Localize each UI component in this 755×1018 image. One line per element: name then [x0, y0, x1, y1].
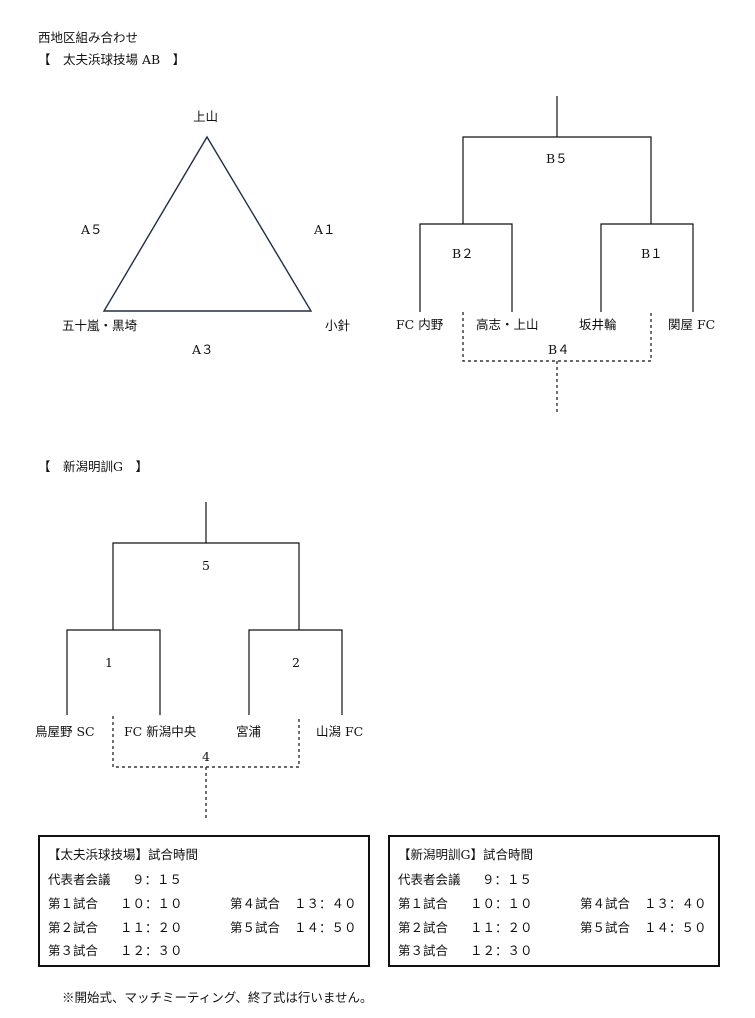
match-b2-label: B２	[452, 246, 474, 261]
game-5-label: 第５試合	[580, 920, 631, 935]
team-toyano-sc: 鳥屋野 SC	[35, 724, 95, 739]
game-5-label: 第５試合	[230, 920, 281, 935]
meeting-time: ９：１５	[482, 872, 533, 887]
game-4-time: １３：４０	[644, 896, 707, 911]
match-b5-label: B５	[546, 151, 568, 166]
meeting-label: 代表者会議	[48, 872, 111, 887]
bracket-b-third-place	[462, 312, 652, 412]
game-5-time: １４：５０	[294, 920, 357, 935]
team-sakaiwa: 坂井輪	[579, 317, 617, 332]
team-fc-niigata-chuo: FC 新潟中央	[124, 724, 197, 739]
match-a3-label: A３	[192, 342, 214, 357]
schedule-title: 【太夫浜球技場】試合時間	[48, 847, 199, 862]
game-4-label: 第４試合	[230, 896, 281, 911]
game-2-label: 第２試合	[48, 920, 99, 935]
team-fc-uchino: FC 内野	[396, 317, 444, 332]
team-sekiya-fc: 関屋 FC	[668, 317, 716, 332]
footer-note: ※開始式、マッチミーティング、終了式は行いません。	[62, 990, 373, 1005]
match-b4-label: B４	[548, 342, 570, 357]
game-5-time: １４：５０	[644, 920, 707, 935]
match-5-label: 5	[202, 558, 210, 573]
game-1-label: 第１試合	[48, 896, 99, 911]
group-a-triangle	[102, 135, 313, 312]
game-2-time: １１：２０	[120, 920, 183, 935]
schedule-box-taiyuhama: 【太夫浜球技場】試合時間 代表者会議 ９：１５ 第１試合 １０：１０ 第２試合 …	[38, 835, 370, 967]
team-yamagata-fc: 山潟 FC	[316, 724, 364, 739]
team-kobari: 小針	[325, 318, 351, 333]
game-3-time: １２：３０	[470, 943, 533, 958]
schedule-box-niigata-meikun: 【新潟明訓G】試合時間 代表者会議 ９：１５ 第１試合 １０：１０ 第２試合 １…	[388, 835, 720, 967]
match-1-label: 1	[105, 655, 113, 670]
venue-heading-niigata-meikun: 【 新潟明訓G 】	[38, 459, 148, 474]
team-koshi-kamiyama: 高志・上山	[476, 317, 539, 332]
team-miyaura: 宮浦	[236, 724, 262, 739]
page-title: 西地区組み合わせ	[38, 30, 139, 45]
bracket-b-lines	[419, 96, 694, 312]
game-4-label: 第４試合	[580, 896, 631, 911]
team-kamiyama: 上山	[193, 109, 219, 124]
bracket-c-third-place	[112, 716, 300, 818]
team-igarashi-kurosaki: 五十嵐・黒埼	[62, 318, 138, 333]
match-2-label: 2	[292, 655, 300, 670]
bracket-c-lines	[66, 502, 343, 715]
game-1-time: １０：１０	[120, 896, 183, 911]
game-2-label: 第２試合	[398, 920, 449, 935]
game-2-time: １１：２０	[470, 920, 533, 935]
schedule-title: 【新潟明訓G】試合時間	[398, 847, 533, 862]
game-3-label: 第３試合	[398, 943, 449, 958]
game-1-label: 第１試合	[398, 896, 449, 911]
game-3-label: 第３試合	[48, 943, 99, 958]
meeting-time: ９：１５	[132, 872, 183, 887]
match-4-label: 4	[202, 749, 210, 764]
match-a1-label: A１	[314, 222, 336, 237]
game-3-time: １２：３０	[120, 943, 183, 958]
match-b1-label: B１	[641, 246, 663, 261]
game-4-time: １３：４０	[294, 896, 357, 911]
match-a5-label: A５	[81, 222, 103, 237]
venue-heading-taiyuhama: 【 太夫浜球技場 AB 】	[38, 52, 186, 67]
meeting-label: 代表者会議	[398, 872, 461, 887]
game-1-time: １０：１０	[470, 896, 533, 911]
